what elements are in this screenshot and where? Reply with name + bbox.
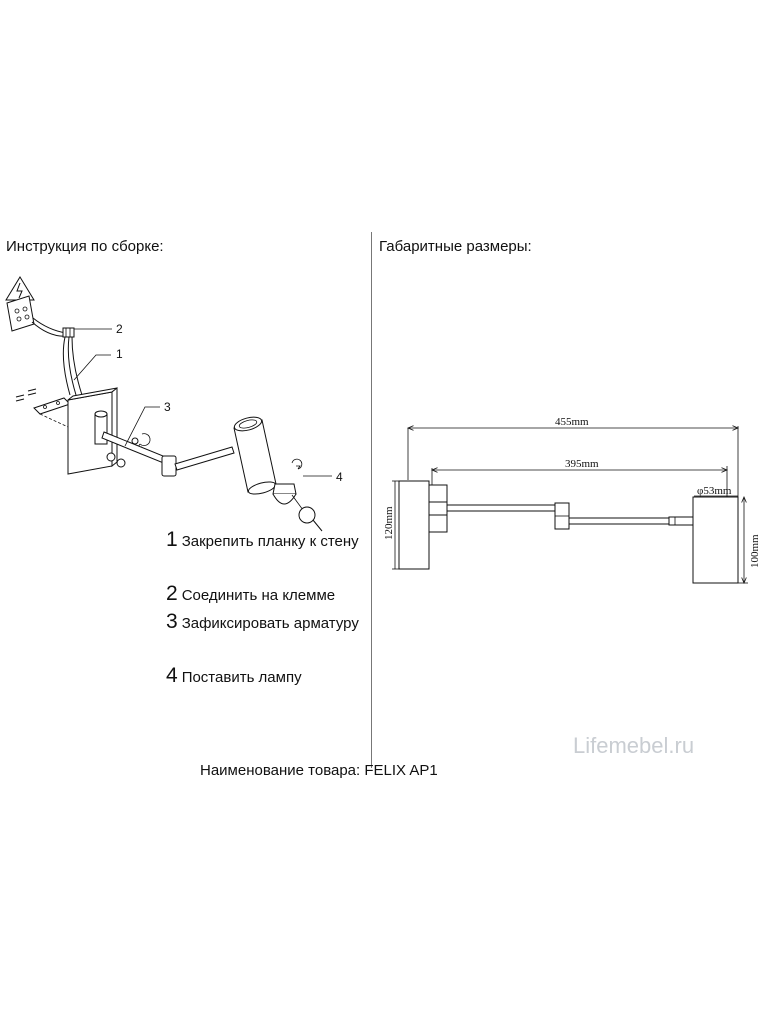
- callout-3: 3: [164, 400, 171, 414]
- dim-lamp-shade: [692, 496, 739, 584]
- callout-2: 2: [116, 322, 123, 336]
- dim-arm-2: [568, 517, 670, 525]
- dim-wall-base: [398, 480, 430, 570]
- dim-block-bottom: [428, 514, 448, 533]
- product-name: Наименование товара: FELIX AP1: [200, 762, 438, 779]
- dim-455-label: 455mm: [555, 416, 589, 428]
- arm-segment-2: [174, 446, 235, 471]
- callout-4: 4: [336, 470, 343, 484]
- step-3-text: Зафиксировать арматуру: [181, 615, 359, 632]
- dim-395-label: 395mm: [565, 458, 599, 470]
- callout-1: 1: [116, 347, 123, 361]
- bulb-icon: [272, 483, 297, 505]
- spare-bulb: [298, 506, 323, 532]
- step-3-number: 3: [166, 610, 178, 633]
- dim-block-top: [428, 484, 448, 503]
- nut-left: [116, 458, 126, 468]
- dim-100-label: 100mm: [749, 534, 759, 568]
- step-2-text: Соединить на клемме: [181, 587, 336, 604]
- dim-connector: [668, 516, 694, 526]
- screws: [15, 388, 37, 402]
- dim-diameter-label: φ53mm: [697, 485, 732, 497]
- step-1-number: 1: [166, 528, 178, 551]
- wall-terminal-box: [6, 295, 35, 332]
- dim-arm-1: [446, 504, 556, 512]
- lamp-shade: [233, 416, 277, 495]
- step-2-number: 2: [166, 582, 178, 605]
- dim-120-label: 120mm: [383, 506, 395, 540]
- dimensions-heading: Габаритные размеры:: [379, 238, 532, 255]
- section-divider: [371, 232, 372, 768]
- watermark: Lifemebel.ru: [573, 733, 695, 758]
- step-4-number: 4: [166, 664, 178, 687]
- washer-left: [106, 452, 116, 462]
- step-1-text: Закрепить планку к стену: [181, 533, 359, 550]
- dim-block-middle: [428, 501, 448, 516]
- assembly-heading: Инструкция по сборке:: [6, 238, 164, 255]
- step-4-text: Поставить лампу: [181, 669, 302, 686]
